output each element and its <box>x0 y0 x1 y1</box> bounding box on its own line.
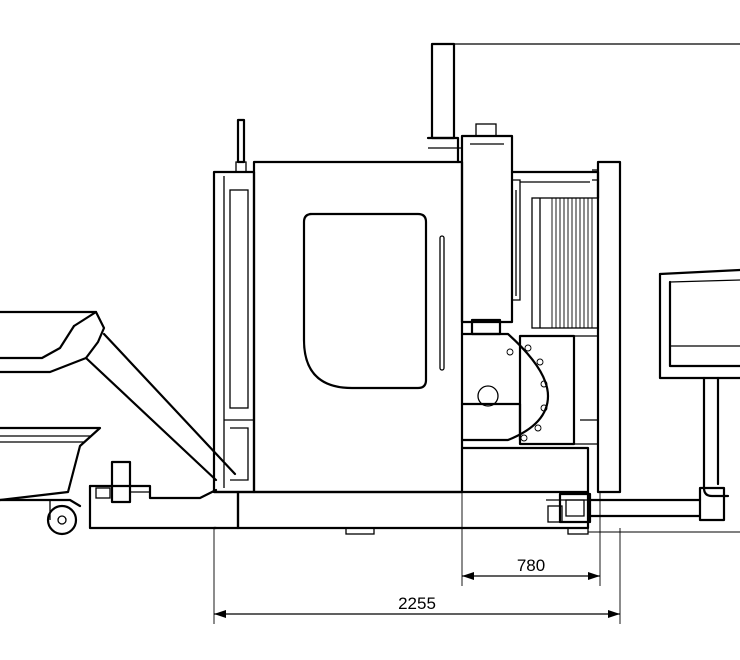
top-handle <box>236 118 246 164</box>
castor-wheel <box>46 504 78 536</box>
control-panel <box>586 268 740 522</box>
chip-conveyor <box>0 310 237 536</box>
door-window <box>302 212 428 390</box>
dimension-label-table-travel: 780 <box>517 556 545 575</box>
rotary-table <box>460 318 598 446</box>
machine-enclosure <box>212 42 740 535</box>
door-handle <box>439 235 445 371</box>
dimension-lines: 780 2255 <box>213 492 740 624</box>
bellows <box>551 198 593 328</box>
spindle-head <box>460 134 514 324</box>
dimension-label-overall-width: 2255 <box>398 594 436 613</box>
machine-base <box>236 490 590 530</box>
front-door <box>252 160 464 494</box>
